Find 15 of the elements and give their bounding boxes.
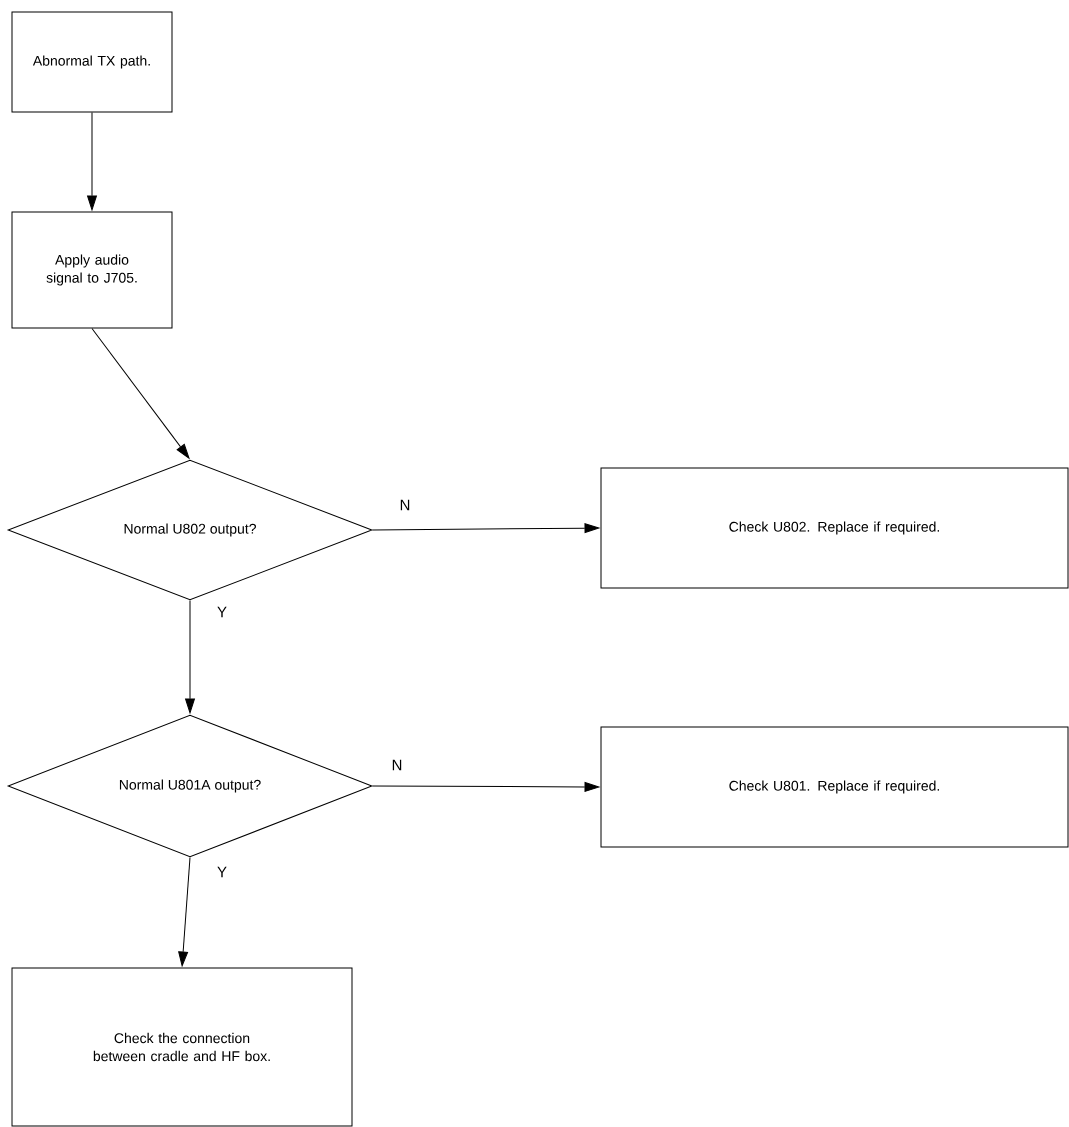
- arrow: [185, 600, 195, 714]
- edge-label: N: [390, 758, 404, 772]
- process-box: Abnormal TX path.: [11, 11, 173, 113]
- edge-label: N: [398, 498, 412, 512]
- process-box: Check U801. Replace if required.: [600, 726, 1069, 848]
- process-box: Apply audio signal to J705.: [11, 211, 173, 329]
- edge-label: Y: [216, 865, 228, 879]
- arrow: [372, 523, 600, 534]
- process-box: Check U802. Replace if required.: [600, 467, 1069, 589]
- process-box: Check the connection between cradle and HF box.: [11, 967, 353, 1127]
- edge-label: Y: [216, 605, 228, 619]
- arrow: [87, 112, 97, 211]
- arrow: [91, 328, 190, 459]
- arrow: [178, 857, 191, 967]
- arrow: [372, 782, 600, 792]
